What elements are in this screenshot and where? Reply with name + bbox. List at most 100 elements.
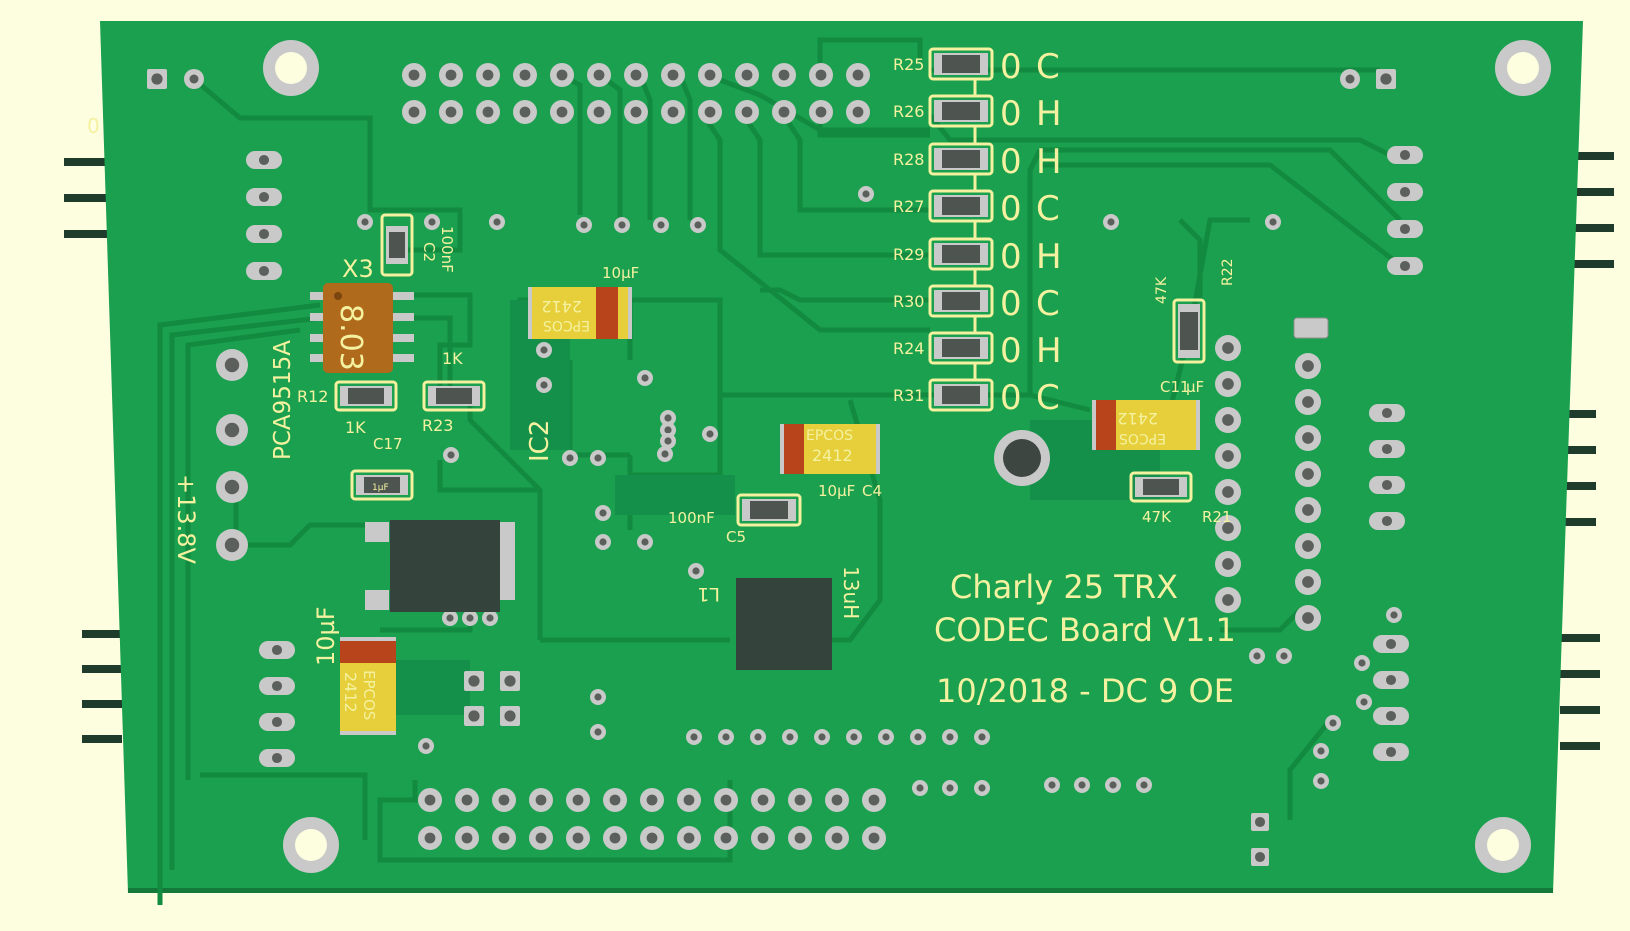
label-r31: R31 <box>893 386 924 405</box>
label-c17: C17 <box>373 435 403 453</box>
top-header-pin <box>550 63 574 87</box>
label-r28-type: H <box>1036 142 1062 182</box>
via <box>536 342 552 358</box>
bottom-header-pin <box>418 826 442 850</box>
via <box>482 610 498 626</box>
left-header-pin <box>246 262 282 280</box>
top-header-pin <box>439 100 463 124</box>
label-c-top-brand: EPCOS <box>543 317 590 333</box>
label-c-left-code: 2412 <box>341 672 360 713</box>
via <box>878 729 894 745</box>
bottom-header-pin <box>529 826 553 850</box>
via <box>858 186 874 202</box>
label-r31-value: 0 <box>1000 378 1022 418</box>
top-header-pin <box>402 63 426 87</box>
label-r27-value: 0 <box>1000 189 1022 229</box>
label-pca9515a: PCA9515A <box>270 340 296 460</box>
top-header-pin <box>402 100 426 124</box>
label-r30-value: 0 <box>1000 284 1022 324</box>
bottom-header-pin <box>492 788 516 812</box>
label-l1-value: 13uH <box>839 566 863 619</box>
bottom-header-pin <box>529 788 553 812</box>
label-r27-type: C <box>1036 189 1060 229</box>
bottom-header-pin <box>603 826 627 850</box>
label-r25-type: C <box>1036 47 1060 87</box>
pcb-edge-shadow <box>128 888 1553 893</box>
label-r25: R25 <box>893 55 924 74</box>
label-r22: R22 <box>1220 258 1236 286</box>
left-header-pin <box>246 188 282 206</box>
pad-column-b <box>1295 353 1321 379</box>
label-c-right-brand: EPCOS <box>1119 430 1166 446</box>
via <box>690 217 706 233</box>
c17-capacitor <box>350 469 414 501</box>
via <box>660 433 676 449</box>
via <box>660 422 676 438</box>
left-bottom-header-pin <box>259 641 295 659</box>
right-bottom-header-pin <box>1373 707 1409 725</box>
bottom-header-pin <box>714 826 738 850</box>
pad-column-a <box>1215 515 1241 541</box>
label-c4-brand: EPCOS <box>806 428 853 444</box>
top-header-pin <box>513 63 537 87</box>
top-header-pin <box>513 100 537 124</box>
c4-tantalum <box>780 424 880 474</box>
bottom-header-pin <box>825 788 849 812</box>
top-header-pin <box>587 100 611 124</box>
top-header-pin <box>624 100 648 124</box>
mounting-hole-top-left <box>263 40 319 96</box>
pad-column-a <box>1215 443 1241 469</box>
label-c5-value: 100nF <box>668 509 715 527</box>
label-r26: R26 <box>893 102 924 121</box>
c5-capacitor <box>736 493 802 527</box>
via <box>424 214 440 230</box>
label-c-left-value: 10µF <box>312 606 340 666</box>
bottom-header-pin <box>455 826 479 850</box>
top-header-pin <box>661 100 685 124</box>
bottom-header-pin <box>788 826 812 850</box>
via <box>782 729 798 745</box>
via <box>443 447 459 463</box>
bottom-header-pin <box>566 788 590 812</box>
via <box>1313 773 1329 789</box>
label-r12: R12 <box>297 387 328 406</box>
label-r30-type: C <box>1036 284 1060 324</box>
via <box>702 426 718 442</box>
large-pad <box>216 414 248 446</box>
via <box>590 724 606 740</box>
large-pad <box>216 471 248 503</box>
pad-column-a <box>1215 587 1241 613</box>
label-r21-value: 47K <box>1142 508 1172 526</box>
via <box>660 410 676 426</box>
via <box>814 729 830 745</box>
via <box>1265 214 1281 230</box>
via <box>686 729 702 745</box>
label-r31-type: C <box>1036 378 1060 418</box>
via <box>1105 777 1121 793</box>
top-header-pin <box>587 63 611 87</box>
label-r23: R23 <box>422 416 453 435</box>
bottom-header-pin <box>714 788 738 812</box>
label-r29-value: 0 <box>1000 237 1022 277</box>
bottom-header-pin <box>492 826 516 850</box>
header-right-1 <box>1293 317 1329 339</box>
via <box>595 505 611 521</box>
top-header-pin <box>661 63 685 87</box>
via <box>637 370 653 386</box>
c-left-tantalum <box>340 637 396 735</box>
label-c2: C2 <box>420 242 438 262</box>
right-header-pin <box>1387 220 1423 238</box>
label-x3-marking: 8.03 <box>333 304 368 371</box>
via <box>912 780 928 796</box>
label-c-left-brand: EPCOS <box>360 670 378 720</box>
left-header-pin <box>246 151 282 169</box>
pad-column-a <box>1215 551 1241 577</box>
bottom-header-pin <box>677 788 701 812</box>
r22-resistor <box>1172 298 1206 364</box>
top-header-pin <box>698 63 722 87</box>
